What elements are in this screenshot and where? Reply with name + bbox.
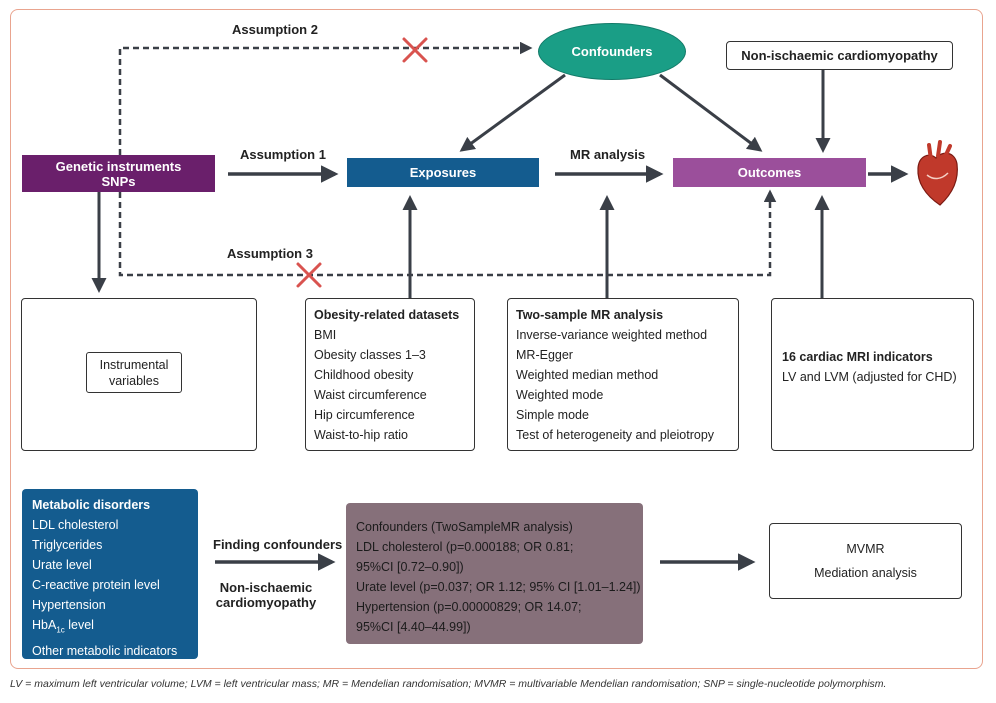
- list-item: HbA1c level: [32, 618, 94, 635]
- finding-confounders-label: Finding confounders: [213, 537, 343, 552]
- list-item: Triglycerides: [32, 538, 103, 552]
- twosamplemr-results-panel: Confounders (TwoSampleMR analysis) LDL c…: [346, 503, 643, 644]
- two-sample-mr-panel: Two-sample MR analysis Inverse-variance …: [507, 298, 739, 451]
- mr-analysis-label: MR analysis: [570, 147, 646, 162]
- list-item: Hip circumference: [314, 408, 415, 422]
- obesity-datasets-panel: Obesity-related datasets BMI Obesity cla…: [305, 298, 475, 451]
- confounders-outcomes-arrow: [659, 73, 763, 152]
- assumption-2-label: Assumption 2: [232, 22, 318, 37]
- cardiac-line: LV and LVM (adjusted for CHD): [782, 370, 957, 384]
- list-item: C-reactive protein level: [32, 578, 160, 592]
- mvmr-panel: MVMR Mediation analysis: [769, 523, 962, 599]
- list-item: Urate level: [32, 558, 92, 572]
- list-item: Hypertension: [32, 598, 106, 612]
- abbreviations-footnote: LV = maximum left ventricular volume; LV…: [10, 678, 887, 690]
- genetic-instruments-node: Genetic instruments SNPs: [22, 155, 215, 192]
- list-item: Simple mode: [516, 408, 589, 422]
- instrumental-variables-box: Instrumental variables: [86, 352, 182, 393]
- assumption-1-label: Assumption 1: [240, 147, 326, 162]
- result-line: 95%CI [0.72–0.90]): [356, 560, 464, 574]
- outcomes-node: Outcomes: [673, 158, 866, 187]
- list-item: Inverse-variance weighted method: [516, 328, 708, 342]
- list-item: Waist circumference: [314, 388, 427, 402]
- result-line: Hypertension (p=0.00000829; OR 14.07;: [356, 600, 582, 614]
- assumption-2-path: [118, 41, 533, 155]
- confounders-node: Confounders: [538, 23, 686, 80]
- cardiac-title: 16 cardiac MRI indicators: [782, 350, 933, 364]
- exposures-node: Exposures: [347, 158, 539, 187]
- list-item: Waist-to-hip ratio: [314, 428, 409, 442]
- non-ischaemic-node: Non-ischaemic cardiomyopathy: [726, 41, 953, 70]
- list-item: Other metabolic indicators: [32, 643, 178, 658]
- metabolic-disorders-panel: Metabolic disorders LDL cholesterol Trig…: [22, 489, 198, 659]
- list-item: Weighted mode: [516, 388, 604, 402]
- obesity-title: Obesity-related datasets: [314, 308, 460, 322]
- list-item: Childhood obesity: [314, 368, 414, 382]
- list-item: Obesity classes 1–3: [314, 348, 426, 362]
- list-item: Test of heterogeneity and pleiotropy: [516, 428, 715, 442]
- metabolic-title: Metabolic disorders: [32, 498, 151, 512]
- result-line: Urate level (p=0.037; OR 1.12; 95% CI [1…: [356, 580, 641, 594]
- diagram-frame: [10, 9, 983, 669]
- confounders-exposures-arrow: [459, 73, 566, 152]
- cross-icon: [296, 262, 322, 288]
- result-line: 95%CI [4.40–44.99]): [356, 620, 471, 634]
- list-item: MR-Egger: [516, 348, 573, 362]
- heart-icon: [917, 140, 958, 206]
- list-item: Weighted median method: [516, 368, 659, 382]
- assumption-3-label: Assumption 3: [227, 246, 313, 261]
- cross-icon: [402, 37, 428, 63]
- result-line: Confounders (TwoSampleMR analysis): [356, 520, 573, 534]
- two-sample-title: Two-sample MR analysis: [516, 308, 664, 322]
- list-item: LDL cholesterol: [32, 518, 119, 532]
- cardiac-mri-panel: 16 cardiac MRI indicators LV and LVM (ad…: [771, 298, 974, 451]
- assumption-3-path: [118, 189, 777, 277]
- list-item: BMI: [314, 328, 337, 342]
- non-ischaemic-bottom-label: Non-ischaemic cardiomyopathy: [215, 580, 317, 610]
- result-line: LDL cholesterol (p=0.000188; OR 0.81;: [356, 540, 574, 554]
